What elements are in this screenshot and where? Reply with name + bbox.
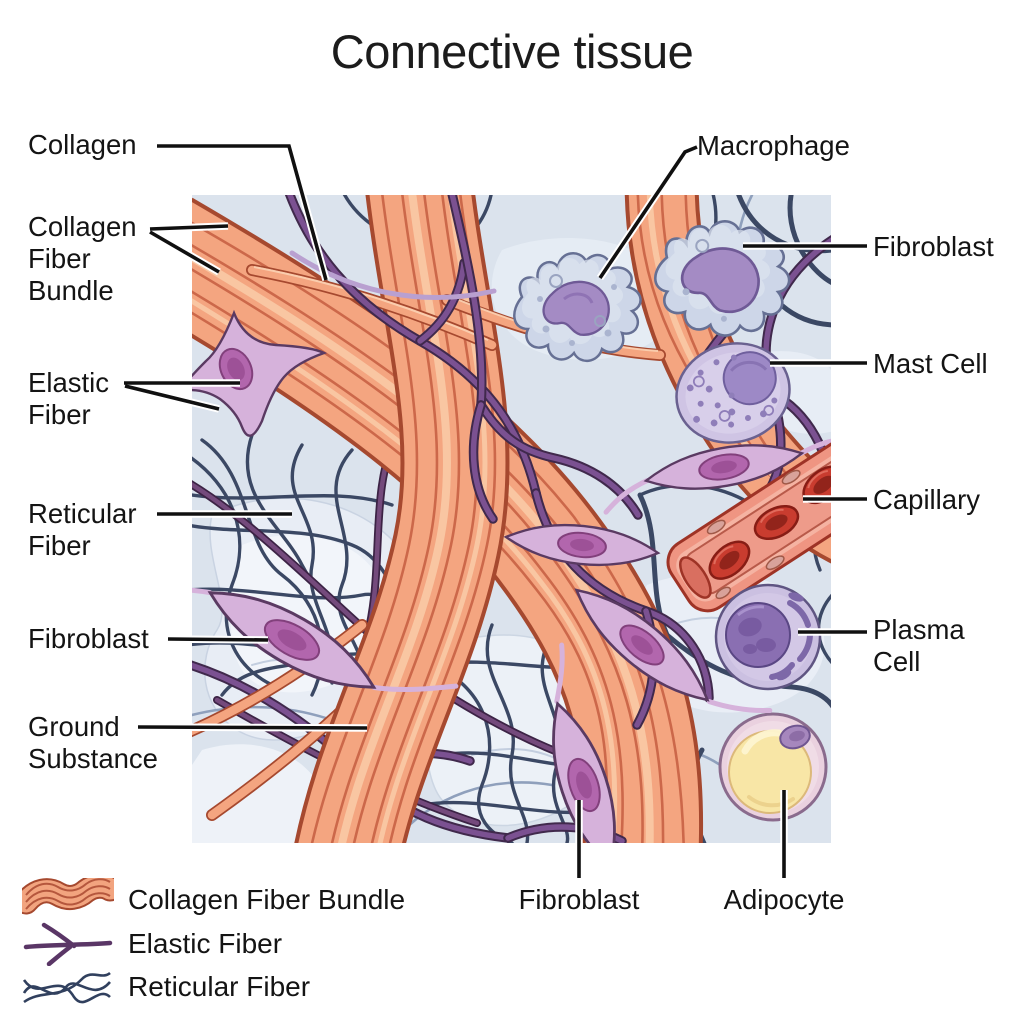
legend-label: Reticular Fiber: [128, 971, 311, 1002]
label-adipocyte: Adipocyte: [723, 884, 845, 915]
label-ground-substance: Ground Substance: [28, 711, 158, 774]
label-plasma-cell: Plasma Cell: [873, 614, 965, 677]
fibroblast-cell: [192, 570, 459, 710]
capillary-vessel: [666, 426, 831, 613]
tissue-illustration: [192, 195, 831, 843]
label-fibroblast-bottom: Fibroblast: [518, 884, 640, 915]
fibroblast-cell: [603, 433, 831, 515]
label-fibroblast-left: Fibroblast: [28, 623, 149, 654]
label-mast-cell: Mast Cell: [873, 348, 988, 379]
page-title: Connective tissue: [330, 25, 694, 78]
fibroblast-cell: [192, 309, 328, 437]
legend-item-collagen-fiber-bundle: Collagen Fiber Bundle: [22, 878, 405, 922]
elastic-fiber-icon: [23, 922, 113, 966]
reticular-fiber-icon: [22, 971, 111, 1004]
adipocyte-cell: [718, 712, 828, 822]
label-capillary: Capillary: [873, 484, 980, 515]
fibroblast-cell: [502, 516, 662, 574]
mast-cell: [675, 342, 791, 444]
legend-label: Elastic Fiber: [128, 928, 283, 959]
collagen-fiber-bundle-icon: [22, 878, 114, 915]
plasma-cell: [714, 583, 822, 691]
legend-item-reticular-fiber: Reticular Fiber: [22, 965, 310, 1009]
legend-item-elastic-fiber: Elastic Fiber: [22, 922, 282, 966]
label-collagen-fiber-bundle: Collagen Fiber Bundle: [28, 211, 137, 306]
label-elastic-fiber: Elastic Fiber: [28, 367, 109, 430]
label-collagen: Collagen: [28, 129, 137, 160]
macrophage-cell: [513, 252, 642, 363]
fibroblast-cell: [561, 572, 773, 718]
label-fibroblast-right: Fibroblast: [873, 231, 994, 262]
label-macrophage: Macrophage: [697, 130, 850, 161]
legend-label: Collagen Fiber Bundle: [128, 884, 406, 915]
label-reticular-fiber: Reticular Fiber: [28, 498, 137, 561]
endothelial-nuclei: [706, 469, 801, 600]
